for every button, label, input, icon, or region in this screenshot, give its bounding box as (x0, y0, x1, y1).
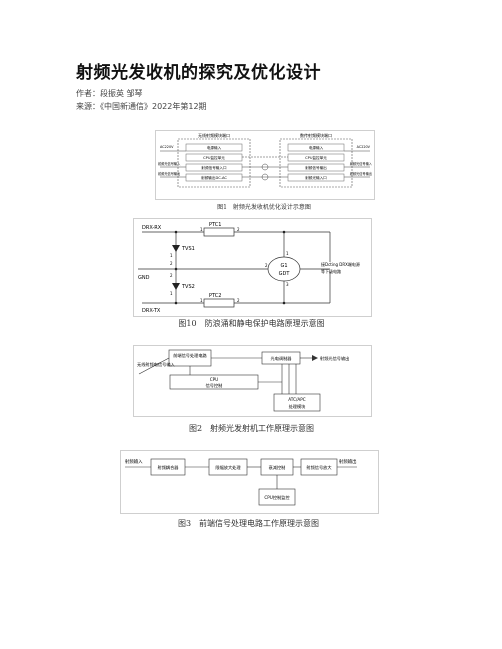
fig10-tvs1-label: TVS1 (181, 246, 195, 252)
fig2-atc-line1: ATC/APC (288, 397, 306, 402)
fig1-right-box (279, 138, 353, 188)
figure-10: DRX-RX DRX-TX GND PTC1 PTC2 TVS1 TVS2 G1… (133, 218, 372, 317)
fig10-drx-label: DRX-RX (142, 225, 162, 231)
figure-3: 射频输入 射频输出 射频耦合器 限幅放大处理 衰减控制 射频信号放大 CPU控制… (120, 450, 379, 514)
fig10-right-label-2: 等下级电路 (321, 268, 341, 274)
fig1-coupler-icon-2 (261, 173, 269, 181)
fig1-coupler-icon (261, 163, 269, 171)
fig1-right-out1: 射频光信号输入 (350, 161, 373, 166)
fig10-gdt-label-1: G1 (280, 263, 287, 269)
fig10-gdt-label-2: GDT (279, 271, 291, 277)
source-line: 来源：《中国新通信》2022年第12期 (76, 102, 207, 111)
fig10-ptc1-pin1: 1 (200, 227, 203, 232)
fig10-right-label: 接Dcting DRX端电源 (321, 261, 360, 267)
fig1-left-title: 无线射频模块端口 (198, 132, 230, 138)
fig3-arrows (125, 466, 357, 489)
fig1-left-box (177, 138, 251, 188)
figure-10-caption: 图10 防浪涌和静电保护电路原理示意图 (178, 319, 325, 328)
figure-3-caption: 图3 前端信号处理电路工作原理示意图 (177, 519, 320, 528)
fig10-ptc2-label: PTC2 (209, 293, 221, 299)
fig1-links (160, 150, 370, 178)
fig10-gdt-pin2: 2 (265, 263, 268, 268)
fig3-cpu-box-label: CPU控制监控 (264, 494, 290, 501)
fig2-atc-line2: 处理模块 (289, 403, 307, 410)
fig10-gnd-label: GND (138, 275, 150, 281)
fig1-left-row-3: 射频输出DC-AC (201, 175, 227, 180)
fig1-right-row-2: 射频信号输出 (305, 165, 327, 170)
fig1-left-row-2: 射频信号输入口 (201, 165, 227, 170)
fig10-ptc1 (203, 227, 235, 237)
fig10-ptc2-pin2: 2 (237, 298, 240, 303)
fig1-left-row-1: CPU监控单元 (203, 155, 225, 160)
fig1-right-row-1: CPU监控单元 (305, 155, 327, 160)
fig1-left-rows: 电源输入 CPU监控单元 射频信号输入口 射频输出DC-AC (185, 143, 243, 182)
fig10-tvs2-icon (172, 283, 180, 290)
figure-10-diagram: DRX-RX DRX-TX GND PTC1 PTC2 TVS1 TVS2 G1… (138, 222, 360, 314)
fig3-input-label: 射频输入 (125, 458, 143, 465)
fig3-output-label: 射频输出 (339, 458, 357, 465)
fig2-cpu-box-line2: 信号控制 (206, 382, 223, 389)
fig1-left-power: AC220V (160, 145, 174, 149)
fig2-output-arrow-icon (312, 355, 318, 361)
fig1-left-row-0: 电源输入 (207, 145, 222, 150)
fig10-gdt (267, 256, 301, 282)
fig10-ptc1-label: PTC1 (209, 222, 221, 228)
fig10-tvs1-pin1: 1 (170, 253, 173, 258)
fig2-input-label: 无线射频电信号输入 (137, 361, 176, 368)
figure-2-diagram: 前端信号处理电路 光电调制器 CPU 信号控制 ATC/APC 处理模块 无线射… (137, 349, 349, 412)
fig10-ptc2-pin1: 1 (200, 298, 203, 303)
fig1-right-row-3: 射频光输入口 (305, 175, 327, 180)
fig10-tvs1-icon (172, 245, 180, 252)
fig2-front-box-label: 前端信号处理电路 (173, 352, 207, 359)
fig2-cpu-box-line1: CPU (210, 377, 219, 382)
figure-3-diagram: 射频输入 射频输出 射频耦合器 限幅放大处理 衰减控制 射频信号放大 CPU控制… (125, 458, 357, 506)
fig2-arrows (138, 357, 312, 394)
fig1-right-row-0: 电源输入 (309, 145, 324, 150)
fig1-right-power: AC220V (357, 145, 371, 149)
fig10-gdt-pin3: 3 (286, 282, 289, 287)
fig10-tvs2-pin2: 2 (170, 273, 173, 278)
fig1-right-title: 数传射频模块端口 (300, 132, 332, 138)
figure-2: 前端信号处理电路 光电调制器 CPU 信号控制 ATC/APC 处理模块 无线射… (133, 345, 372, 417)
fig2-optical-box-label: 光电调制器 (271, 355, 293, 362)
fig1-right-rows: 电源输入 CPU监控单元 射频信号输出 射频光输入口 (287, 143, 345, 182)
figure-1-caption: 图1 射频光发收机优化设计示意图 (217, 204, 311, 211)
fig2-output-label: 射频光信号输出 (320, 355, 349, 362)
fig10-ptc1-pin2: 2 (237, 227, 240, 232)
fig3-box-1-label: 射频耦合器 (158, 464, 180, 471)
fig1-right-out2: 射频光信号输出 (350, 171, 372, 176)
fig3-box-2-label: 限幅放大处理 (215, 464, 241, 471)
fig10-dtx-label: DRX-TX (142, 308, 161, 314)
figure-1-diagram: 无线射频模块端口 数传射频模块端口 电源输入 CPU监控单元 射频信号输入口 射… (158, 132, 373, 188)
fig10-gdt-pin1: 1 (286, 251, 289, 256)
fig10-tvs2-label: TVS2 (181, 284, 195, 290)
fig2-atc-box (273, 393, 321, 412)
fig1-left-out1: 射频光信号输入 (158, 161, 181, 166)
fig3-box-3-label: 衰减控制 (269, 464, 286, 471)
fig1-left-out2: 射频光信号输出 (158, 171, 180, 176)
figure-2-caption: 图2 射频光发射机工作原理示意图 (188, 424, 315, 433)
fig10-ptc2 (203, 298, 235, 308)
article-title: 射频光发收机的探究及优化设计 (76, 63, 321, 83)
fig3-box-4-label: 射频信号放大 (306, 464, 331, 471)
fig10-tvs1-pin2: 2 (170, 261, 173, 266)
fig10-wires (138, 231, 331, 304)
figure-1: 无线射频模块端口 数传射频模块端口 电源输入 CPU监控单元 射频信号输入口 射… (155, 130, 375, 200)
fig10-tvs2-pin1: 1 (170, 291, 173, 296)
author-line: 作者：段振英 邹琴 (76, 89, 143, 98)
